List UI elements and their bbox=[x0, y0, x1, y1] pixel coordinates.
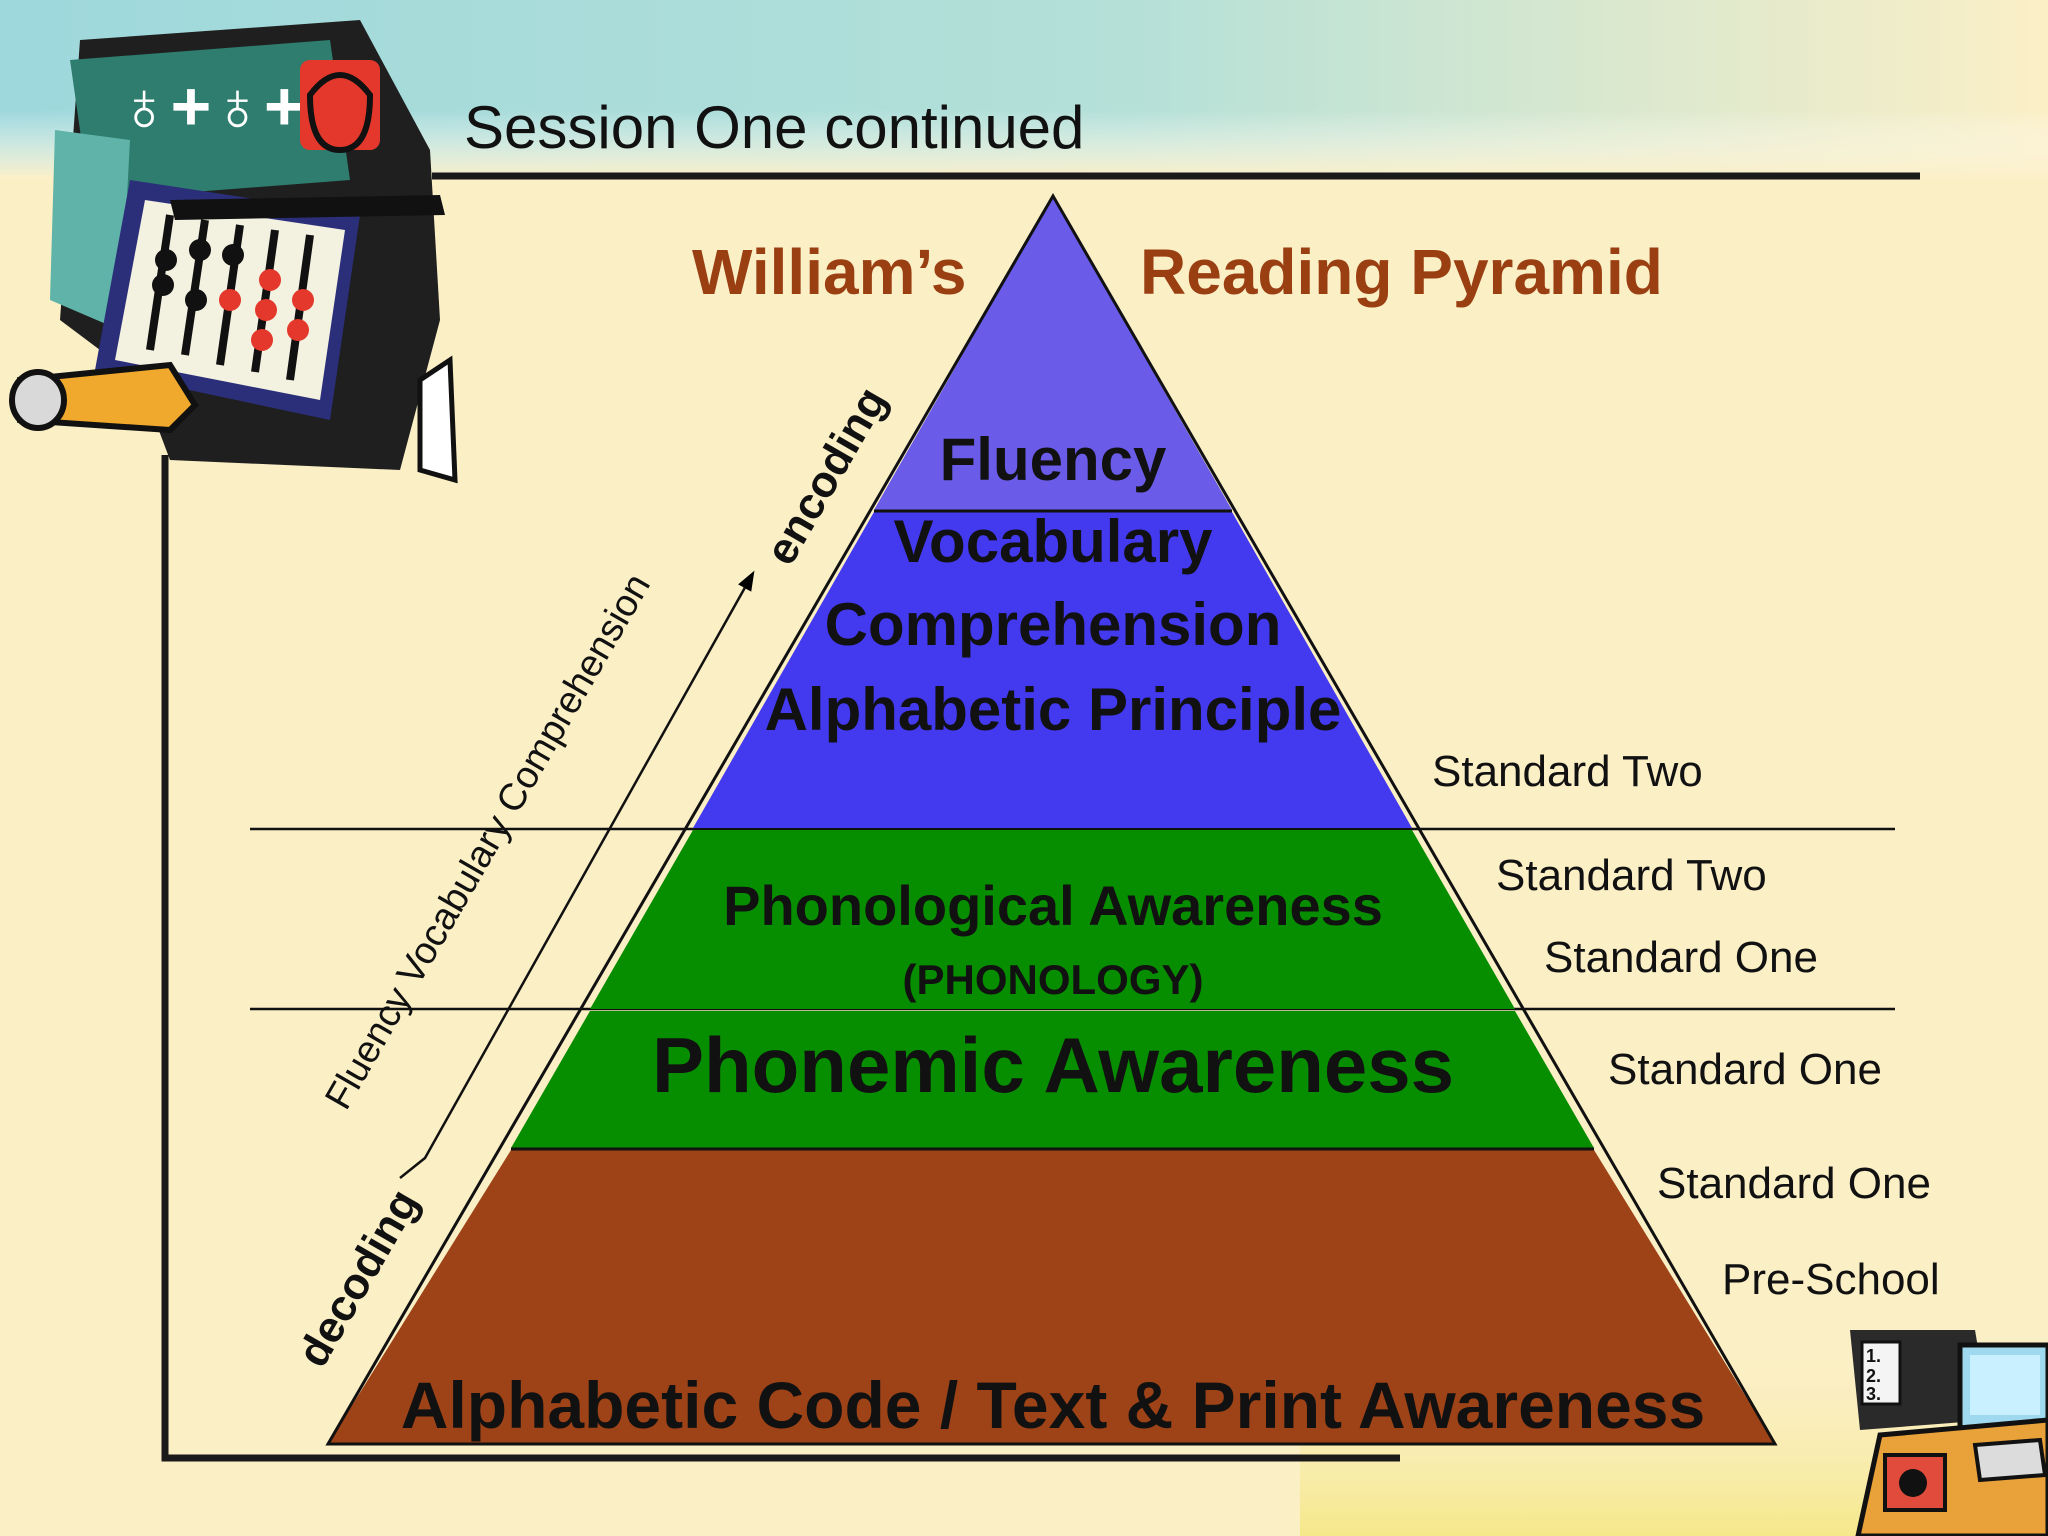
standard-label: Standard Two bbox=[1432, 747, 1703, 796]
title-left: William’s bbox=[692, 236, 966, 308]
svg-text:3.: 3. bbox=[1866, 1384, 1881, 1404]
svg-text:2.: 2. bbox=[1866, 1366, 1881, 1386]
school-supplies-clipart: ♁+♁+ bbox=[12, 20, 455, 480]
standard-label: Standard Two bbox=[1496, 851, 1767, 900]
standard-label: Standard One bbox=[1657, 1159, 1931, 1208]
tier-label-phonology: (PHONOLOGY) bbox=[903, 956, 1204, 1003]
tier-label-phonological: Phonological Awareness bbox=[723, 874, 1383, 937]
tier-label-alphabetic-principle: Alphabetic Principle bbox=[765, 676, 1342, 743]
tier-label-fluency: Fluency bbox=[940, 426, 1167, 493]
standard-label: Pre-School bbox=[1722, 1255, 1940, 1304]
reading-pyramid bbox=[328, 196, 1775, 1444]
standard-label: Standard One bbox=[1608, 1045, 1882, 1094]
tier-label-vocabulary: Vocabulary bbox=[893, 508, 1213, 575]
tier-label-base: Alphabetic Code / Text & Print Awareness bbox=[401, 1368, 1705, 1442]
apple-math-icon: ♁+♁+ bbox=[118, 67, 305, 145]
computer-desk-clipart: 1. 2. 3. bbox=[1850, 1330, 2048, 1536]
tier-label-comprehension: Comprehension bbox=[825, 591, 1282, 658]
standard-label: Standard One bbox=[1544, 933, 1818, 982]
tier-label-phonemic: Phonemic Awareness bbox=[652, 1021, 1454, 1109]
title-right: Reading Pyramid bbox=[1140, 236, 1663, 308]
slide-header: Session One continued bbox=[464, 94, 1084, 161]
svg-text:1.: 1. bbox=[1866, 1346, 1881, 1366]
